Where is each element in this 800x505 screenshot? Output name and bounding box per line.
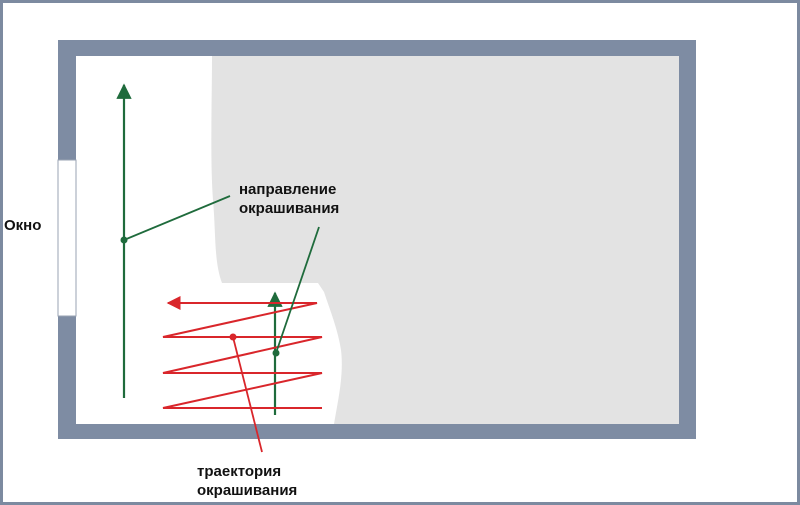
direction-leader-dot-short: [272, 349, 280, 357]
trajectory-label-line-2: окрашивания: [197, 482, 298, 499]
painted-area: [211, 56, 680, 424]
direction-label: направление окрашивания: [239, 180, 339, 218]
trajectory-leader: [232, 336, 263, 453]
direction-leader-dot-long: [120, 236, 128, 244]
trajectory-label-line-1: траектория: [197, 463, 282, 480]
window: [57, 159, 77, 317]
direction-label-line-1: направление: [239, 181, 337, 198]
direction-leader-long: [123, 195, 231, 241]
direction-label-line-2: окрашивания: [239, 200, 340, 217]
trajectory-leader-dot: [229, 333, 237, 341]
window-label: Окно: [4, 217, 42, 234]
trajectory-label: траектория окрашивания: [197, 462, 297, 500]
direction-leader-short: [275, 226, 320, 354]
